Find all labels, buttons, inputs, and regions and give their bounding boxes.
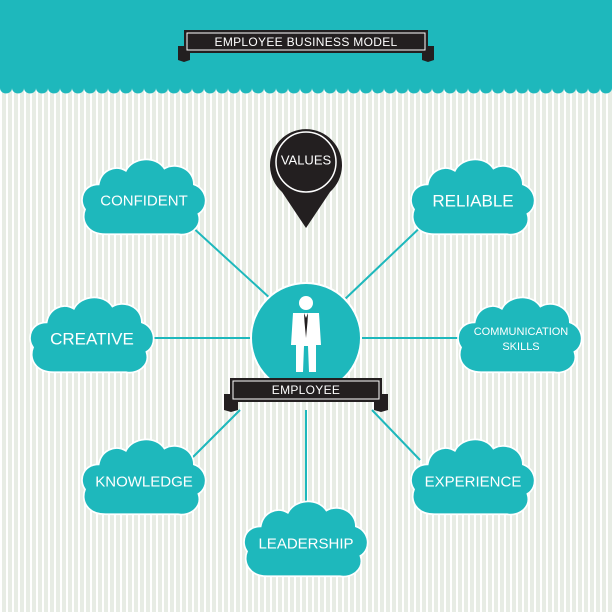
communication-label-line1: COMMUNICATION	[474, 326, 569, 338]
connector-lines	[150, 219, 462, 505]
connector-experience	[371, 409, 421, 461]
values-label: VALUES	[281, 153, 332, 168]
cloud-leadership: LEADERSHIP	[243, 500, 369, 578]
page-title: EMPLOYEE BUSINESS MODEL	[215, 35, 398, 49]
reliable-label: RELIABLE	[432, 192, 513, 211]
employee-label: EMPLOYEE	[272, 383, 340, 397]
communication-label-line2: SKILLS	[502, 341, 539, 353]
experience-label: EXPERIENCE	[425, 474, 522, 491]
cloud-experience: EXPERIENCE	[410, 438, 536, 516]
connector-knowledge	[189, 409, 241, 461]
connector-confident	[189, 224, 273, 301]
confident-label: CONFIDENT	[100, 193, 188, 210]
connector-reliable	[343, 219, 429, 301]
leadership-label: LEADERSHIP	[258, 536, 353, 553]
cloud-nodes: CONFIDENT RELIABLE CREATIVE COMMUNICATIO…	[29, 158, 583, 578]
title-banner: EMPLOYEE BUSINESS MODEL	[178, 30, 434, 62]
cloud-knowledge: KNOWLEDGE	[81, 438, 207, 516]
cloud-confident: CONFIDENT	[81, 158, 207, 236]
person-icon	[291, 296, 321, 372]
cloud-communication-skills: COMMUNICATION SKILLS	[457, 296, 583, 374]
cloud-reliable: RELIABLE	[410, 158, 536, 236]
creative-label: CREATIVE	[50, 330, 134, 349]
knowledge-label: KNOWLEDGE	[95, 474, 193, 491]
employee-banner: EMPLOYEE	[224, 378, 388, 412]
employee-hub	[250, 282, 362, 394]
values-pin: VALUES	[269, 129, 342, 228]
cloud-creative: CREATIVE	[29, 296, 155, 374]
